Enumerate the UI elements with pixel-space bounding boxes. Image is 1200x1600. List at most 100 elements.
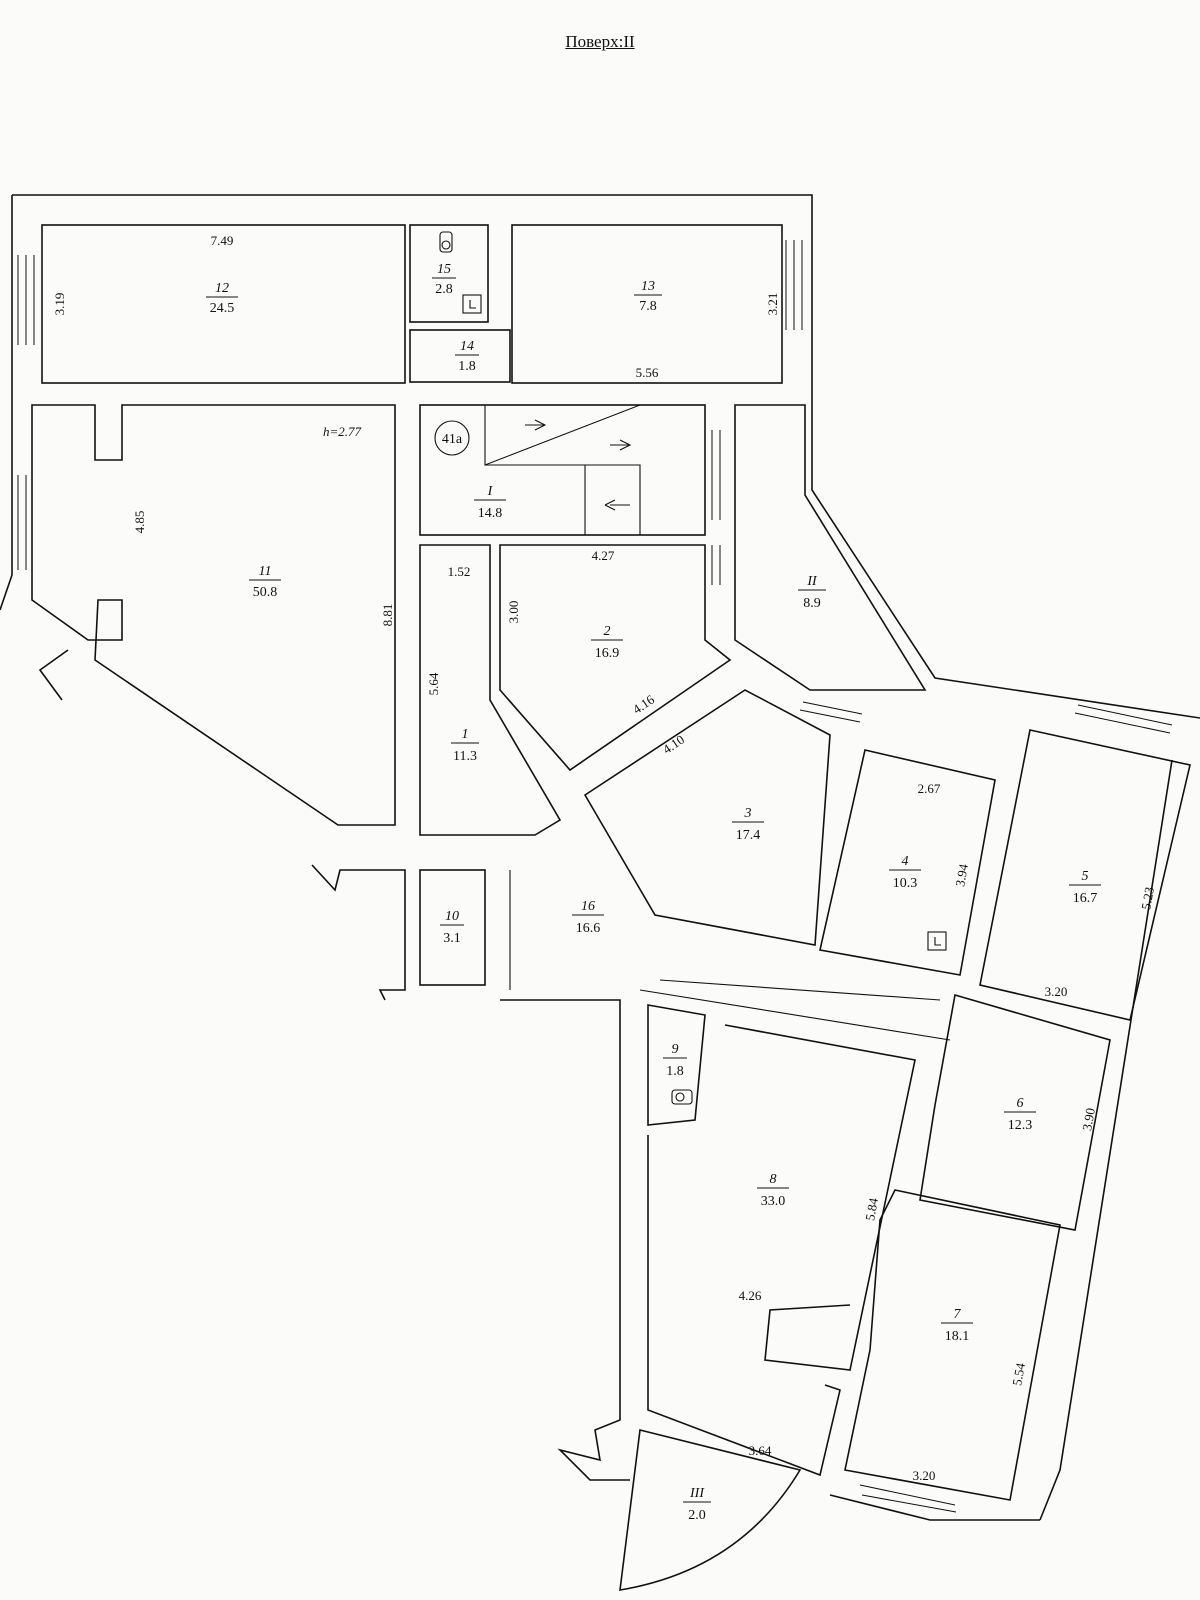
- room-area: 2.8: [435, 282, 453, 297]
- room-label-3: 3 17.4: [732, 806, 764, 843]
- room-label-10: 10 3.1: [440, 909, 464, 946]
- room-label-16: 16 16.6: [572, 899, 604, 936]
- room-area: 3.1: [443, 931, 461, 946]
- room-label-III: III 2.0: [683, 1486, 711, 1523]
- room-label-4: 4 10.3: [889, 854, 921, 891]
- dimension-label: 8.81: [380, 604, 395, 627]
- room-number: 7: [954, 1307, 962, 1322]
- room-10-walls: [419, 869, 486, 986]
- room-number: 3: [744, 806, 752, 821]
- room-area: 33.0: [761, 1194, 786, 1209]
- room-area: 16.7: [1073, 891, 1098, 906]
- room-label-6: 6 12.3: [1004, 1096, 1036, 1133]
- dimension-label: 7.49: [211, 233, 234, 248]
- room-number: 16: [581, 899, 595, 914]
- room-label-15: 15 2.8: [432, 262, 456, 297]
- room-area: 2.0: [688, 1508, 706, 1523]
- room-number: 6: [1017, 1096, 1024, 1111]
- room-14-walls: [409, 329, 511, 383]
- room-area: 7.8: [639, 299, 657, 314]
- room-12-walls: [41, 224, 406, 384]
- room-area: 1.8: [666, 1064, 684, 1079]
- room-7-walls: [844, 1189, 1061, 1501]
- room-area: 16.9: [595, 646, 620, 661]
- room-11-walls: [31, 404, 396, 826]
- room-number: 10: [445, 909, 459, 924]
- dimension-label: 2.67: [918, 781, 941, 796]
- room-area: 1.8: [458, 359, 476, 374]
- room-II-walls: [734, 404, 927, 691]
- room-label-9: 9 1.8: [663, 1042, 687, 1079]
- room-8-walls: [647, 1024, 916, 1477]
- stair-treads: [484, 404, 641, 535]
- dimension-label: 5.23: [1138, 886, 1157, 911]
- room-number: 5: [1082, 869, 1089, 884]
- room-label-7: 7 18.1: [941, 1307, 973, 1344]
- room-area: 10.3: [893, 876, 918, 891]
- room-3-walls: [583, 689, 831, 946]
- marker-circle: [434, 420, 470, 456]
- dimension-label: 4.27: [592, 548, 615, 563]
- dimension-label: 3.21: [765, 293, 780, 316]
- height-note: h=2.77: [323, 424, 362, 439]
- room-number: 15: [437, 262, 451, 277]
- room-area: 8.9: [803, 596, 821, 611]
- room-number: 13: [641, 279, 655, 294]
- room-6-walls: [919, 993, 1111, 1231]
- room-number: 14: [460, 339, 474, 354]
- room-area: 11.3: [453, 749, 477, 764]
- dimension-label: 4.26: [739, 1288, 762, 1303]
- room-16-walls: [509, 870, 951, 1041]
- room-area: 50.8: [253, 585, 278, 600]
- sink-icon-room-4: [927, 931, 947, 951]
- marker-label: 41a: [442, 432, 463, 447]
- room-number: 2: [604, 624, 611, 639]
- room-label-1: 1 11.3: [451, 727, 479, 764]
- room-4-walls: [819, 749, 996, 976]
- room-5-walls: [979, 729, 1191, 1021]
- dimension-label: 1.52: [448, 564, 471, 579]
- room-area: 24.5: [210, 301, 235, 316]
- dimension-label: 5.56: [636, 365, 659, 380]
- dimension-label: 5.64: [426, 672, 441, 695]
- room-number: II: [806, 574, 818, 589]
- room-1-walls: [419, 544, 562, 836]
- room-2-walls: [499, 544, 732, 772]
- room-9-walls: [647, 1004, 706, 1126]
- room-label-5: 5 16.7: [1069, 869, 1101, 906]
- room-number: 8: [770, 1172, 777, 1187]
- dimension-label: 4.10: [660, 732, 687, 757]
- toilet-icon-room-9: [671, 1089, 693, 1105]
- windows: [17, 240, 1173, 1513]
- room-label-2: 2 16.9: [591, 624, 623, 661]
- room-label-11: 11 50.8: [249, 564, 281, 600]
- room-number: III: [689, 1486, 705, 1501]
- room-13-walls: [511, 224, 783, 384]
- room-area: 14.8: [478, 506, 503, 521]
- room-area: 16.6: [576, 921, 601, 936]
- room-number: I: [487, 484, 494, 499]
- room-label-II: II 8.9: [798, 574, 826, 611]
- dimension-label: 4.85: [132, 511, 147, 534]
- room-label-13: 13 7.8: [634, 279, 662, 314]
- dimension-label: 5.54: [1009, 1361, 1028, 1387]
- dimension-label: 5.84: [862, 1196, 881, 1222]
- room-15-walls: [409, 224, 489, 323]
- room-III-walls: [619, 1429, 802, 1591]
- stair-I-walls: [419, 404, 706, 536]
- room-number: 1: [462, 727, 469, 742]
- outer-walls: [0, 194, 1200, 1521]
- floor-title: Поверх:II: [565, 32, 635, 51]
- room-number: 9: [672, 1042, 679, 1057]
- room-number: 12: [215, 281, 229, 296]
- room-area: 12.3: [1008, 1118, 1033, 1133]
- dimension-label: 3.20: [913, 1468, 936, 1483]
- dimension-label: 3.00: [506, 601, 521, 624]
- dimension-label: 3.94: [952, 862, 971, 888]
- room-label-12: 12 24.5: [206, 281, 238, 316]
- room-area: 18.1: [945, 1329, 970, 1344]
- toilet-icon: [439, 231, 453, 253]
- dimension-label: 3.19: [52, 293, 67, 316]
- room-label-14: 14 1.8: [455, 339, 479, 374]
